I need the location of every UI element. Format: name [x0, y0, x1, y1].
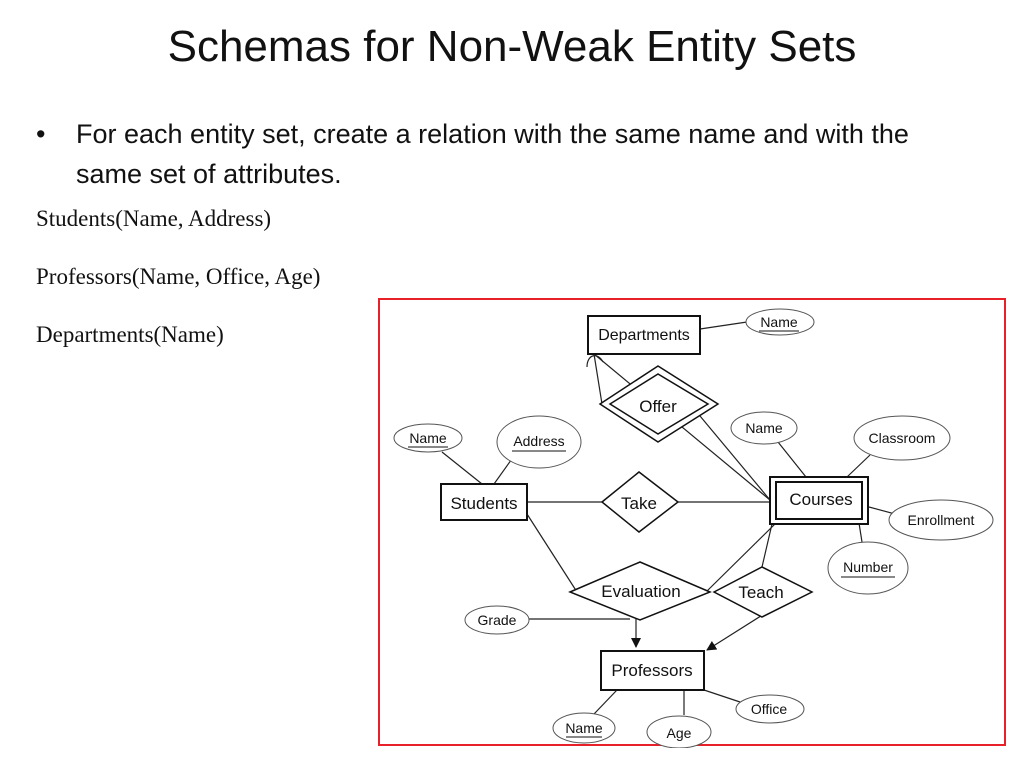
- relationship-evaluation: Evaluation: [568, 561, 712, 621]
- support-arc: [586, 355, 604, 368]
- slide-title: Schemas for Non-Weak Entity Sets: [167, 22, 857, 71]
- relationship-teach: Teach: [712, 566, 814, 618]
- relationship-evaluation-label: Evaluation: [601, 582, 680, 601]
- relationship-offer: Offer: [598, 365, 720, 443]
- er-diagram-svg: Departments Offer Students Take Courses …: [393, 308, 994, 748]
- svg-text:Enrollment: Enrollment: [908, 512, 975, 528]
- svg-text:Name: Name: [565, 720, 603, 736]
- attribute-enrollment: Enrollment: [888, 499, 994, 541]
- line-prof-name: [593, 689, 618, 715]
- relationship-take-label: Take: [621, 494, 657, 513]
- connector-lines: [441, 321, 896, 715]
- relationship-offer-label: Offer: [639, 397, 677, 416]
- attribute-prof-name: Name: [552, 712, 616, 744]
- line-course-classroom: [846, 454, 871, 478]
- attribute-number: Number: [827, 541, 909, 595]
- attribute-grade: Grade: [464, 605, 530, 635]
- attribute-student-address: Address: [496, 415, 582, 469]
- schema-professors: Professors(Name, Office, Age): [36, 264, 321, 289]
- attribute-course-name: Name: [730, 411, 798, 445]
- entity-professors-label: Professors: [611, 661, 692, 680]
- svg-text:Age: Age: [667, 725, 692, 741]
- attribute-age: Age: [646, 715, 712, 748]
- entity-students-label: Students: [450, 494, 517, 513]
- line-courses-teach: [761, 523, 773, 568]
- line-course-enrollment: [868, 506, 896, 515]
- relationship-teach-label: Teach: [738, 583, 783, 602]
- arrow-teach-professors: [706, 613, 765, 651]
- svg-text:Office: Office: [751, 701, 788, 717]
- line-course-name: [777, 441, 807, 478]
- svg-text:Name: Name: [745, 420, 783, 436]
- svg-text:Name: Name: [409, 430, 447, 446]
- entity-departments-label: Departments: [598, 327, 690, 344]
- line-dept-name: [699, 321, 748, 330]
- entity-courses-label: Courses: [789, 490, 852, 509]
- svg-text:Address: Address: [513, 433, 564, 449]
- entity-professors: Professors: [600, 650, 705, 691]
- attribute-student-name: Name: [393, 423, 463, 453]
- line-dept-offer: [593, 353, 603, 405]
- attribute-classroom: Classroom: [853, 415, 951, 461]
- attribute-office: Office: [735, 694, 805, 724]
- relationship-take: Take: [600, 471, 680, 533]
- bullet-text: For each entity set, create a relation w…: [76, 119, 909, 189]
- bullet-marker: •: [36, 119, 46, 149]
- line-course-number: [858, 522, 863, 543]
- line-student-name: [441, 451, 483, 485]
- line-courses-eval: [705, 523, 776, 593]
- schema-departments: Departments(Name): [36, 322, 224, 347]
- line-students-eval: [526, 513, 578, 593]
- svg-text:Grade: Grade: [478, 612, 517, 628]
- attribute-dept-name: Name: [745, 308, 815, 336]
- line-prof-office: [703, 689, 741, 703]
- line-offer-courses: [689, 403, 771, 501]
- svg-text:Number: Number: [843, 559, 893, 575]
- schema-students: Students(Name, Address): [36, 206, 272, 231]
- svg-text:Name: Name: [760, 314, 798, 330]
- er-diagram: Departments Offer Students Take Courses …: [378, 298, 1006, 748]
- entity-courses: Courses: [769, 476, 869, 525]
- svg-text:Classroom: Classroom: [869, 430, 936, 446]
- entity-departments: Departments: [587, 315, 701, 355]
- entity-students: Students: [440, 483, 528, 521]
